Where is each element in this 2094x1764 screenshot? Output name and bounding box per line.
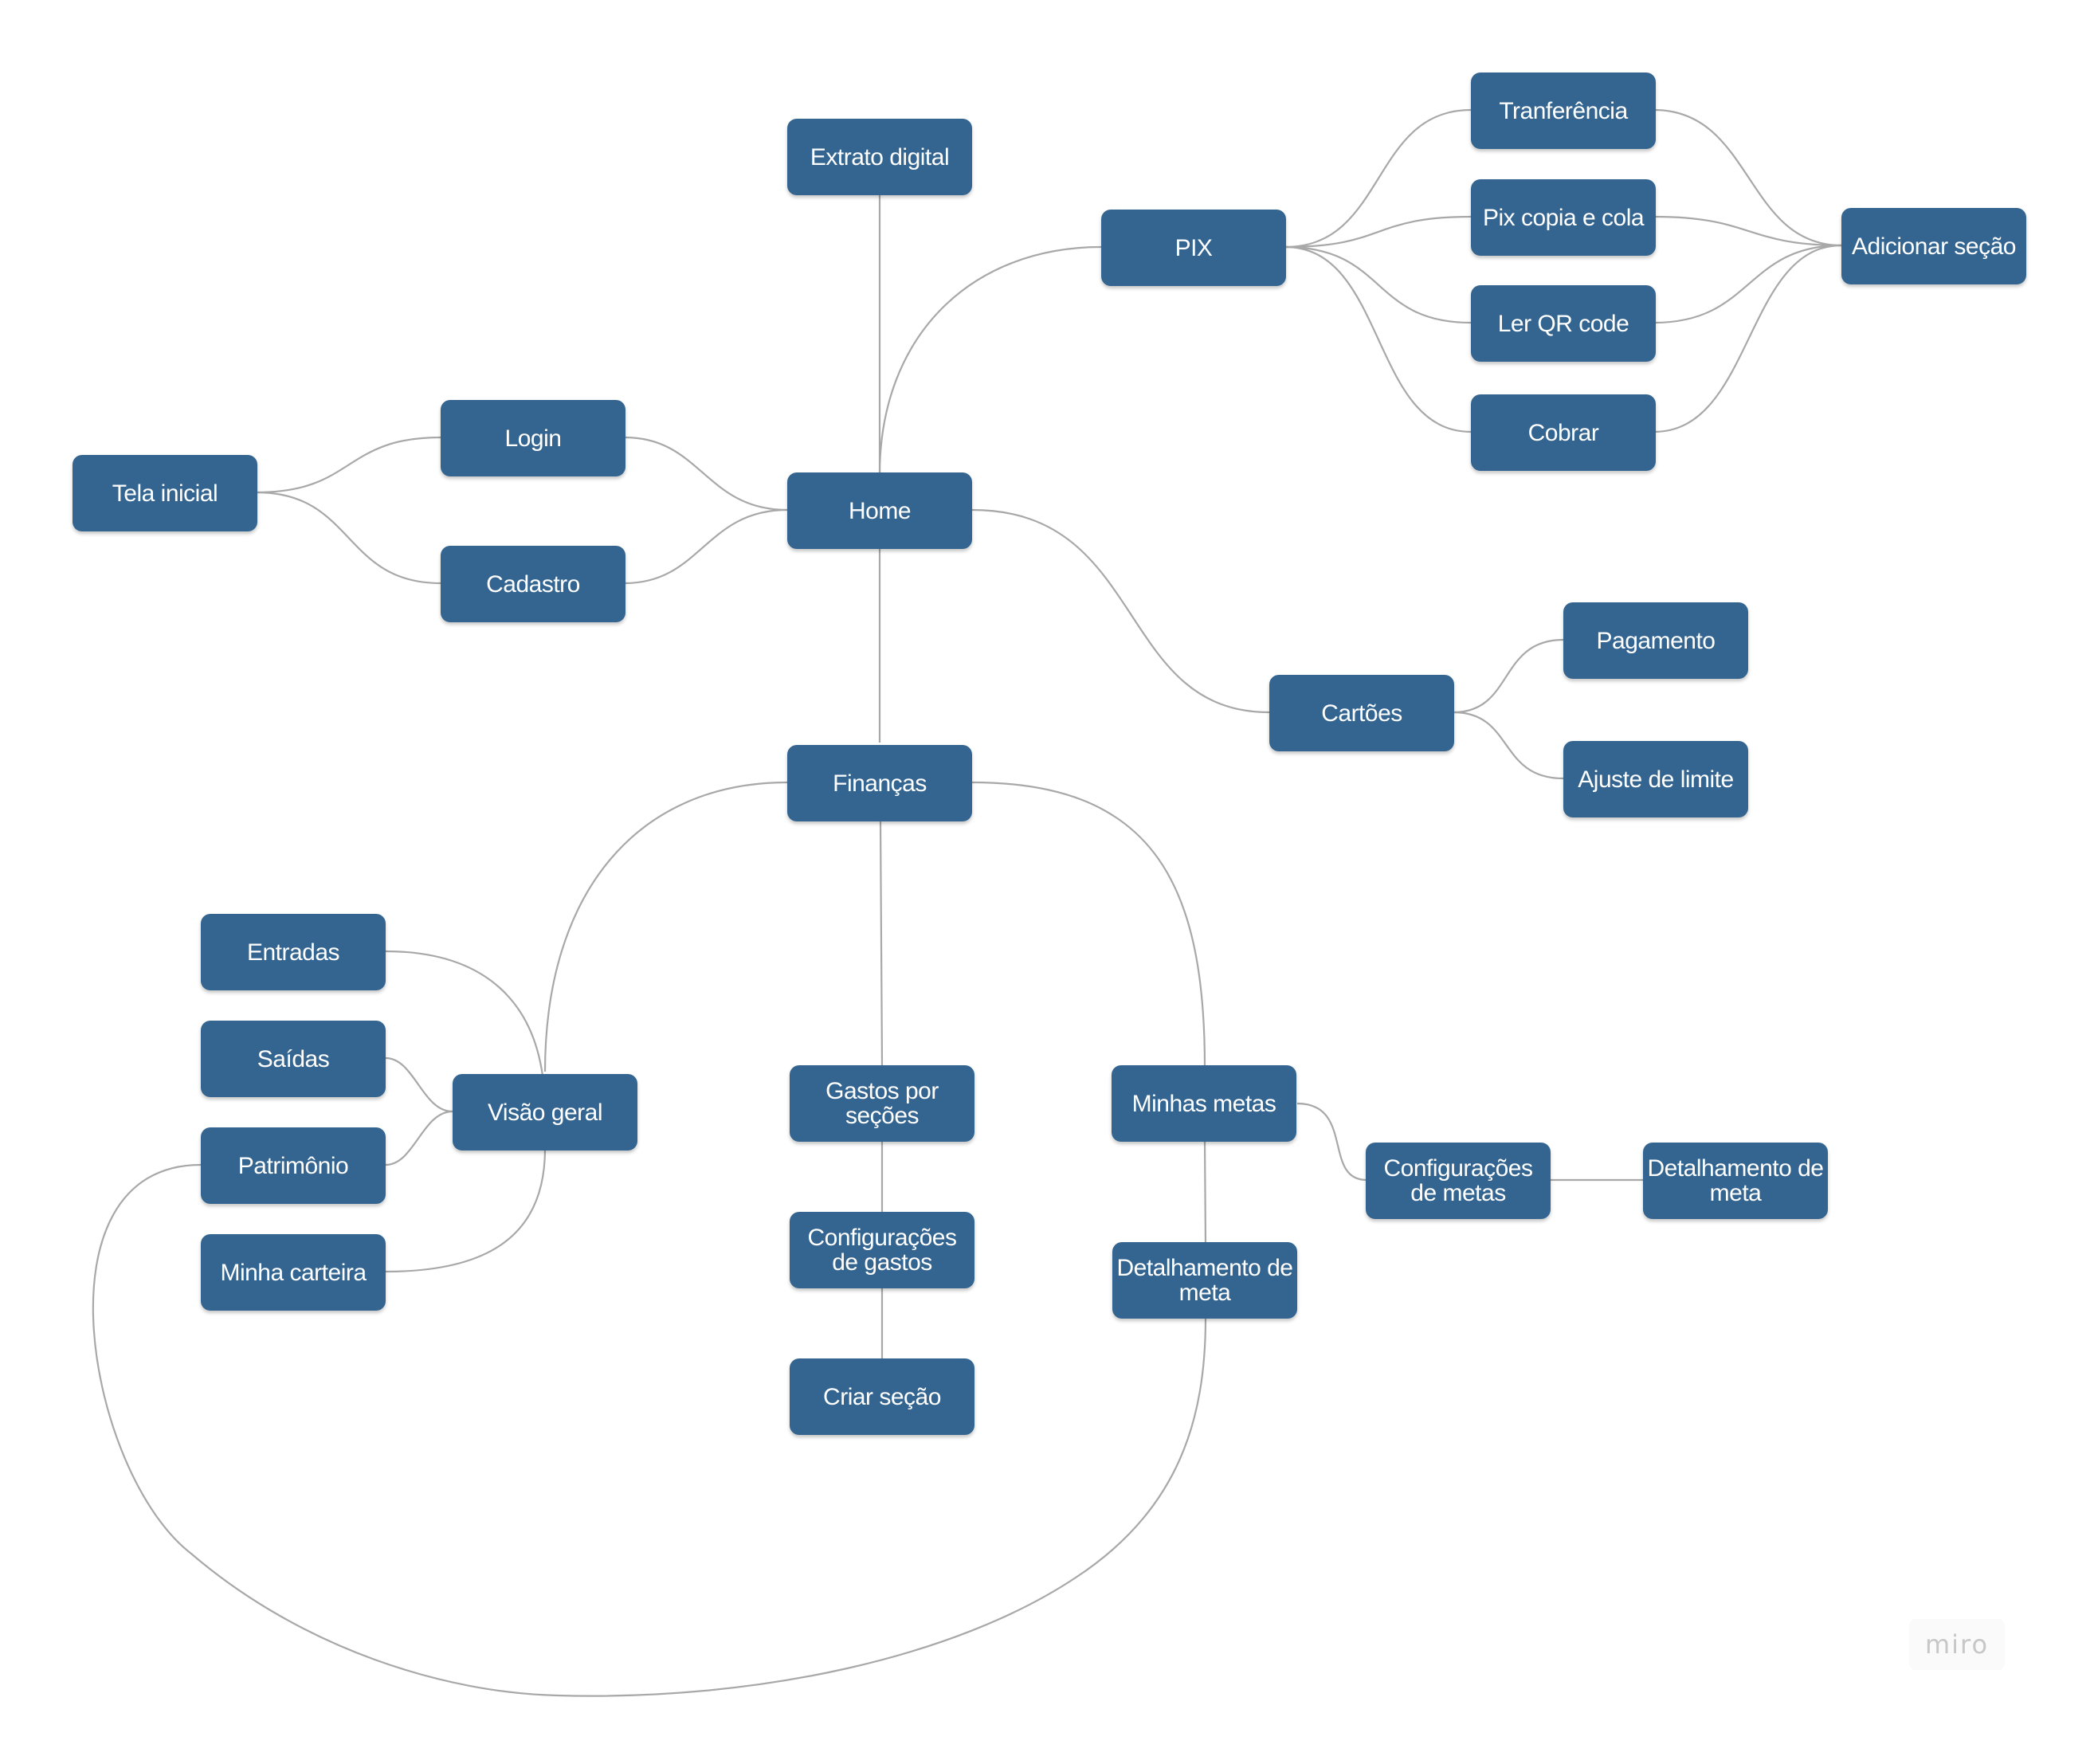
node-minhas-metas[interactable]: Minhas metas (1112, 1065, 1296, 1142)
connector-minhas-metas-configuracoes-de-metas (1296, 1102, 1367, 1182)
connector-financas-gastos-por-secoes (879, 820, 884, 1067)
node-ler-qr-code[interactable]: Ler QR code (1471, 285, 1656, 362)
connector-visao-geral-saidas (385, 1056, 453, 1113)
connector-cartoes-ajuste-de-limite (1453, 711, 1564, 780)
connector-cadastro-home (624, 508, 788, 585)
miro-watermark: miro (1909, 1619, 2005, 1670)
node-detalhamento-de-meta-center[interactable]: Detalhamento de meta (1112, 1242, 1297, 1319)
miro-logo-text: miro (1924, 1629, 1990, 1660)
connector-ler-qr-code-adicionar-secao (1653, 244, 1842, 324)
node-pagamento[interactable]: Pagamento (1563, 602, 1748, 679)
node-entradas[interactable]: Entradas (201, 914, 386, 990)
node-login[interactable]: Login (441, 400, 625, 476)
node-home[interactable]: Home (787, 472, 972, 549)
node-patrimonio[interactable]: Patrimônio (201, 1127, 386, 1204)
connector-financas-minhas-metas (971, 781, 1206, 1067)
node-minha-carteira[interactable]: Minha carteira (201, 1234, 386, 1311)
connector-patrimonio-detalhamento-de-meta (92, 1163, 1207, 1697)
node-tela-inicial[interactable]: Tela inicial (73, 455, 257, 531)
node-pix-copia-e-cola[interactable]: Pix copia e cola (1471, 179, 1656, 256)
node-adicionar-secao[interactable]: Adicionar seção (1841, 208, 2026, 284)
connector-visao-geral-minha-carteira (385, 1148, 547, 1273)
connector-pix-cobrar (1284, 245, 1472, 433)
connector-financas-visao-geral (543, 781, 788, 1072)
connector-login-home (624, 436, 788, 512)
node-gastos-por-secoes[interactable]: Gastos por seções (790, 1065, 974, 1142)
connector-cobrar-adicionar-secao (1653, 244, 1842, 433)
node-cartoes[interactable]: Cartões (1269, 675, 1454, 751)
connector-pix-pix-copia-e-cola (1284, 215, 1472, 249)
node-configuracoes-de-metas[interactable]: Configurações de metas (1366, 1143, 1551, 1219)
node-ajuste-de-limite[interactable]: Ajuste de limite (1563, 741, 1748, 817)
node-tranferencia[interactable]: Tranferência (1471, 73, 1656, 149)
connector-visao-geral-patrimonio (385, 1110, 453, 1166)
node-financas[interactable]: Finanças (787, 745, 972, 821)
connector-pix-copia-e-cola-adicionar-secao (1653, 215, 1842, 247)
connector-tranferencia-adicionar-secao (1653, 108, 1842, 247)
connector-cartoes-pagamento (1453, 638, 1564, 714)
connector-tela-inicial-cadastro (256, 491, 441, 585)
connector-tela-inicial-login (256, 436, 441, 494)
connector-home-cartoes (971, 508, 1270, 714)
node-saidas[interactable]: Saídas (201, 1021, 386, 1097)
connector-home-pix (878, 245, 1102, 476)
node-detalhamento-de-meta-right[interactable]: Detalhamento de meta (1643, 1143, 1828, 1219)
node-extrato-digital[interactable]: Extrato digital (787, 119, 972, 195)
connector-visao-geral-entradas (385, 950, 547, 1112)
connector-pix-ler-qr-code (1284, 245, 1472, 324)
node-criar-secao[interactable]: Criar seção (790, 1358, 974, 1435)
connector-minhas-metas-detalhamento-de-meta (1203, 1139, 1207, 1245)
node-configuracoes-de-gastos[interactable]: Configurações de gastos (790, 1212, 974, 1288)
node-cadastro[interactable]: Cadastro (441, 546, 625, 622)
node-pix[interactable]: PIX (1101, 210, 1286, 286)
connector-pix-tranferencia (1284, 108, 1472, 249)
node-visao-geral[interactable]: Visão geral (453, 1074, 637, 1151)
node-cobrar[interactable]: Cobrar (1471, 394, 1656, 471)
